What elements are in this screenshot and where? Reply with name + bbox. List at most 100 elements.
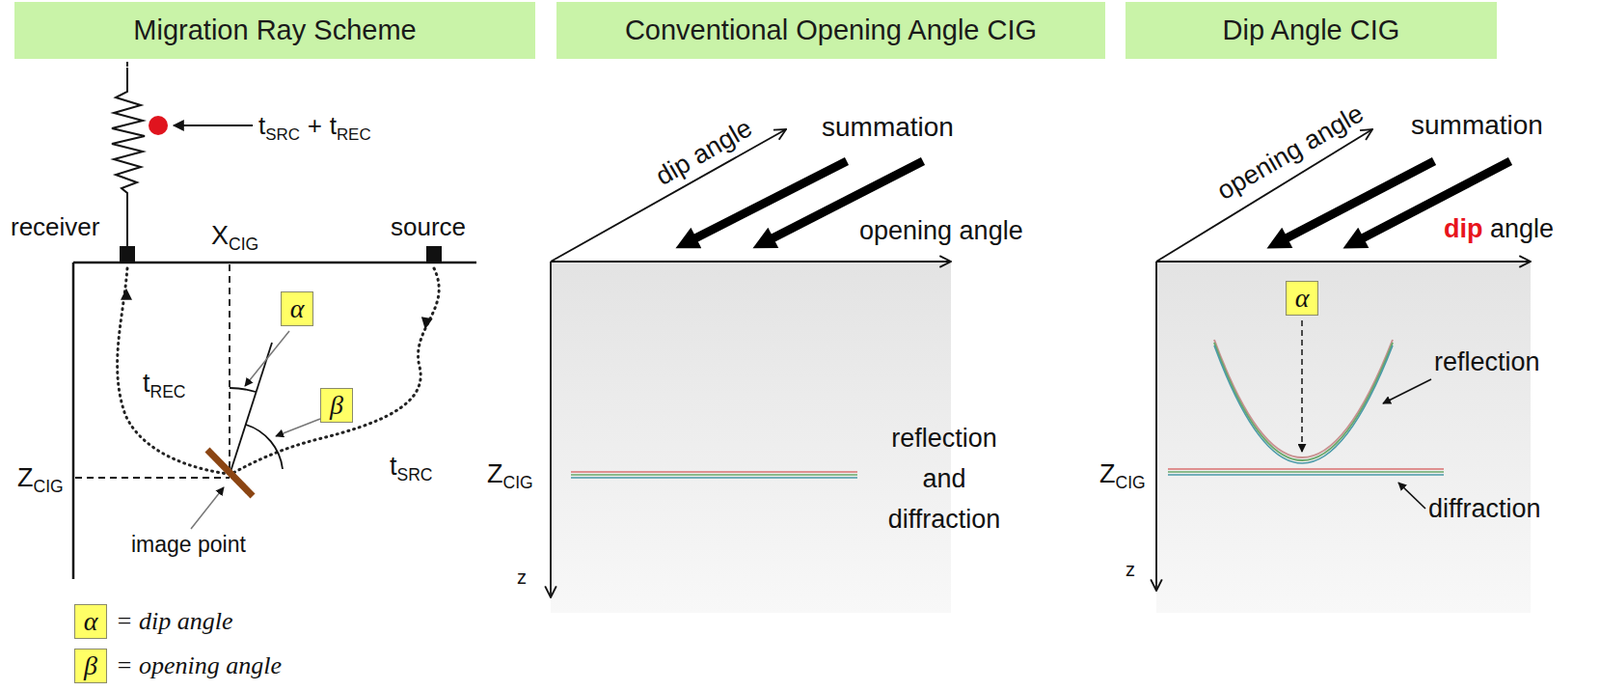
diffraction-event bbox=[1167, 473, 1444, 476]
summation-arrow bbox=[1351, 161, 1511, 245]
reflection-event bbox=[1214, 339, 1393, 458]
subscript: CIG bbox=[1115, 472, 1146, 492]
leader-arrow bbox=[190, 487, 224, 529]
time-label: t bbox=[142, 368, 151, 398]
header-text: Conventional Opening Angle CIG bbox=[624, 14, 1037, 47]
summation-label-group: summation bbox=[821, 113, 954, 141]
summation-label: summation bbox=[821, 111, 954, 142]
angle-symbol: α bbox=[1295, 284, 1310, 312]
reflector-segment bbox=[207, 449, 253, 496]
ray-scheme bbox=[73, 44, 477, 579]
subscript: REC bbox=[336, 125, 372, 144]
symbol-box: β bbox=[74, 648, 108, 683]
axis-label-group: dipangle bbox=[1443, 216, 1554, 243]
leader-arrow bbox=[173, 124, 253, 127]
time-label: t bbox=[329, 110, 337, 140]
panel-header: Migration Ray Scheme bbox=[14, 1, 536, 59]
gather-background bbox=[1156, 261, 1531, 613]
angle-symbol: β bbox=[329, 391, 344, 419]
event-label: reflection bbox=[1434, 347, 1541, 377]
axis-label-group: z bbox=[1125, 559, 1136, 579]
axis-label-group: opening angle bbox=[859, 217, 1024, 245]
summation-arrow bbox=[683, 161, 847, 245]
axis-label-group: ZCIG bbox=[1099, 461, 1146, 492]
surface-line bbox=[73, 261, 477, 265]
event-label-group: diffraction bbox=[1428, 495, 1542, 522]
receiver-label-group: receiver bbox=[10, 214, 100, 240]
subscript: REC bbox=[150, 381, 187, 402]
symbol-box: α bbox=[74, 603, 108, 639]
leader-arrow bbox=[244, 330, 290, 386]
subscript: SRC bbox=[397, 464, 434, 485]
header-text: Dip Angle CIG bbox=[1222, 14, 1401, 47]
axis-label-group: dip angle bbox=[651, 114, 757, 190]
depth-line bbox=[72, 262, 76, 579]
event-stripe bbox=[570, 473, 858, 476]
source-label-group: source bbox=[390, 214, 466, 240]
legend-text-group: = dip angle bbox=[115, 608, 234, 634]
axis bbox=[1156, 260, 1531, 263]
normal-line bbox=[229, 342, 272, 475]
axis-label: angle bbox=[1490, 214, 1554, 244]
legend-text: = dip angle bbox=[115, 606, 234, 635]
symbol-box: α bbox=[1285, 280, 1319, 316]
axis-label: X bbox=[211, 220, 229, 250]
opening-angle-cig bbox=[550, 129, 951, 613]
header-text: Migration Ray Scheme bbox=[133, 14, 416, 47]
angle-symbol: α bbox=[83, 607, 99, 635]
event-label: reflection and diffraction bbox=[888, 423, 1002, 534]
axis bbox=[1155, 261, 1158, 591]
event-label: diffraction bbox=[1428, 493, 1542, 523]
axis bbox=[550, 260, 951, 263]
axis-label: z bbox=[516, 566, 527, 588]
ray-arrow bbox=[425, 310, 429, 328]
axis-label: Z bbox=[1099, 459, 1116, 489]
subscript: CIG bbox=[33, 476, 64, 496]
subscript: CIG bbox=[228, 234, 259, 254]
axis-label-group: XCIG bbox=[211, 222, 259, 254]
ray-arrow bbox=[126, 289, 128, 307]
dip-arc bbox=[229, 387, 256, 392]
summation-label-group: summation bbox=[1410, 111, 1544, 139]
angle-symbol: β bbox=[83, 651, 98, 679]
time-label: t bbox=[258, 110, 266, 140]
x-cig-line bbox=[228, 264, 231, 475]
axis-label: dip angle bbox=[650, 112, 758, 191]
time-label: + bbox=[307, 110, 323, 140]
time-label: t bbox=[389, 451, 398, 481]
axis-label-group: ZCIG bbox=[17, 464, 64, 496]
summation-label: summation bbox=[1410, 109, 1544, 140]
axis bbox=[550, 129, 787, 262]
event-stripe bbox=[570, 470, 858, 473]
z-cig-line bbox=[75, 476, 230, 479]
receiver-symbol bbox=[119, 245, 136, 262]
leader-arrow bbox=[1398, 482, 1426, 509]
panel-header: Conventional Opening Angle CIG bbox=[556, 1, 1106, 59]
time-label-group: tSRC bbox=[389, 453, 434, 485]
symbol-box: α bbox=[280, 291, 314, 326]
time-label-group: tREC bbox=[142, 370, 187, 402]
event-stripe bbox=[570, 476, 858, 479]
seismic-trace bbox=[111, 67, 145, 246]
sample-dot bbox=[148, 115, 168, 136]
axis-label-group: z bbox=[516, 567, 527, 587]
source-symbol bbox=[426, 245, 442, 262]
time-label-group: tSRC+tREC bbox=[258, 112, 372, 144]
receiver-ray bbox=[117, 268, 228, 474]
axis-label: opening angle bbox=[1212, 98, 1369, 206]
subscript: SRC bbox=[265, 125, 300, 144]
opening-arc bbox=[245, 424, 283, 469]
leader-arrow bbox=[275, 418, 321, 436]
axis-label: Z bbox=[17, 462, 34, 492]
axis-label-group: ZCIG bbox=[487, 461, 534, 492]
callout-label: image point bbox=[131, 531, 246, 557]
axis-label-group: opening angle bbox=[1213, 100, 1368, 205]
callout-label-group: image point bbox=[131, 533, 246, 556]
angle-symbol: α bbox=[290, 295, 305, 323]
panel-header: Dip Angle CIG bbox=[1125, 1, 1497, 59]
axis-label: opening angle bbox=[859, 216, 1024, 245]
symbol-box: β bbox=[320, 387, 353, 423]
axis bbox=[549, 261, 552, 597]
